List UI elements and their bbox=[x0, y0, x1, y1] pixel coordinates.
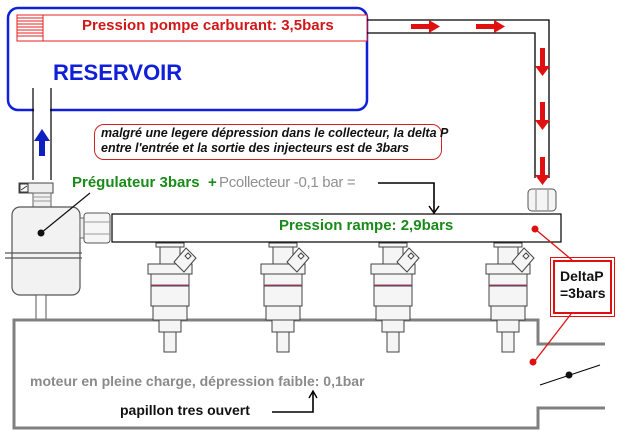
injector-4 bbox=[485, 242, 535, 353]
reservoir-label: RESERVOIR bbox=[53, 60, 183, 85]
manifold-measure-point bbox=[529, 358, 537, 366]
collector-arrow-head bbox=[428, 205, 440, 215]
flow-arrow-down-3 bbox=[535, 157, 550, 185]
injector-connector-icon bbox=[396, 247, 420, 273]
return-arrow-up bbox=[34, 129, 50, 156]
rail-pressure-label: Pression rampe: 2,9bars bbox=[279, 217, 454, 234]
feed-pipe bbox=[367, 19, 550, 178]
flow-arrow-down-1 bbox=[535, 48, 550, 76]
collector-pointer-line bbox=[378, 182, 435, 212]
intake-manifold bbox=[12, 318, 605, 430]
throttle-plate bbox=[539, 364, 601, 386]
note-text: malgré une legere dépression dans le col… bbox=[101, 126, 448, 156]
note-box bbox=[94, 124, 442, 160]
injector-2 bbox=[260, 242, 310, 353]
fuel-rail bbox=[111, 213, 562, 243]
deltap-line-2: =3bars bbox=[560, 285, 606, 301]
pressure-regulator bbox=[5, 192, 111, 321]
deltap-box bbox=[550, 257, 615, 317]
injector-connector-icon bbox=[511, 247, 535, 273]
throttle-label: papillon tres ouvert bbox=[120, 402, 250, 418]
injector-3 bbox=[370, 242, 420, 353]
hose-clamp bbox=[18, 182, 54, 208]
plus-operator: + bbox=[208, 174, 217, 191]
deltap-line-1: DeltaP bbox=[560, 268, 604, 284]
flow-arrow-right-1 bbox=[411, 20, 440, 33]
note-line-2: entre l'entrée et la sortie des injecteu… bbox=[101, 141, 409, 155]
flow-arrow-right-2 bbox=[476, 20, 505, 33]
engine-load-label: moteur en pleine charge, dépression faib… bbox=[30, 373, 365, 389]
deltap-leader-top bbox=[534, 228, 573, 261]
note-line-1: malgré une legere dépression dans le col… bbox=[101, 126, 449, 140]
throttle-arrow-head bbox=[308, 389, 318, 399]
regulator-label: Prégulateur 3bars bbox=[72, 174, 200, 191]
injector-1 bbox=[147, 242, 197, 353]
injector-connector-icon bbox=[173, 247, 197, 273]
pump-icon bbox=[16, 14, 44, 42]
deltap-leader-bottom bbox=[533, 313, 572, 363]
injector-connector-icon bbox=[286, 247, 310, 273]
flow-arrow-down-2 bbox=[535, 102, 550, 130]
pump-pressure-label: Pression pompe carburant: 3,5bars bbox=[82, 17, 334, 34]
throttle-pointer-line bbox=[272, 392, 314, 413]
deltap-text: DeltaP =3bars bbox=[560, 268, 606, 302]
rail-inlet-fitting bbox=[527, 188, 557, 212]
pump-strip bbox=[16, 14, 368, 42]
collector-pressure-label: Pcollecteur -0,1 bar = bbox=[219, 174, 356, 191]
